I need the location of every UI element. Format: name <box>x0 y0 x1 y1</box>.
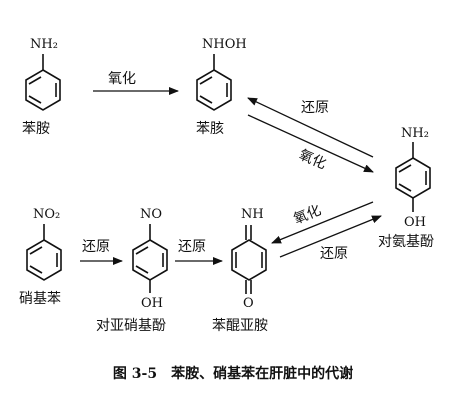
oxidation-arrow-3: 氧化 <box>271 201 374 244</box>
oxidation-arrow-2: 氧化 <box>247 114 374 173</box>
reduction-arrow-1: 还原 <box>247 97 374 158</box>
benzoquinone-imine-structure: NH O 苯醌亚胺 <box>212 207 268 334</box>
p-nitrosophenol-ring <box>132 239 168 281</box>
p-nitrosophenol-bottom-group-label: OH <box>141 296 163 311</box>
reduction-label-1: 还原 <box>301 100 329 116</box>
aniline-name: 苯胺 <box>22 120 50 137</box>
p-aminophenol-name: 对氨基酚 <box>378 233 434 250</box>
phenylhydroxylamine-structure: NHOH 苯胲 <box>196 37 247 137</box>
aniline-structure: NH₂ 苯胺 <box>22 37 61 137</box>
aniline-ring <box>25 69 61 111</box>
reduction-arrow-nitroso: 还原 <box>175 239 223 265</box>
nitrobenzene-structure: NO₂ 硝基苯 <box>19 207 62 307</box>
reduction-arrow-2: 还原 <box>279 215 382 262</box>
p-aminophenol-ring <box>395 157 431 199</box>
phenylhydroxylamine-ring <box>196 69 232 111</box>
oxidation-arrow-1: 氧化 <box>93 71 179 95</box>
phenylhydroxylamine-group-label: NHOH <box>202 37 247 52</box>
p-aminophenol-structure: NH₂ OH 对氨基酚 <box>378 126 434 250</box>
nitrobenzene-ring <box>26 239 62 281</box>
aniline-group-label: NH₂ <box>30 37 58 52</box>
nitrobenzene-group-label: NO₂ <box>33 207 60 222</box>
reduction-label-nitroso: 还原 <box>178 239 206 255</box>
oxidation-label-2: 氧化 <box>296 147 328 173</box>
figure-caption: 图 3-5 苯胺、硝基苯在肝脏中的代谢 <box>113 365 353 382</box>
p-nitrosophenol-top-group-label: NO <box>140 207 162 222</box>
quinone-ring <box>231 239 267 281</box>
nitrobenzene-name: 硝基苯 <box>19 290 61 307</box>
p-aminophenol-bottom-group-label: OH <box>404 215 426 230</box>
p-aminophenol-top-group-label: NH₂ <box>401 126 429 141</box>
benzoquinone-imine-name: 苯醌亚胺 <box>212 317 268 334</box>
reduction-label-2: 还原 <box>320 246 348 262</box>
benzoquinone-imine-top-group-label: NH <box>241 207 264 222</box>
phenylhydroxylamine-name: 苯胲 <box>196 120 224 137</box>
reduction-arrow-nitro: 还原 <box>80 239 123 265</box>
p-nitrosophenol-structure: NO OH 对亚硝基酚 <box>96 207 168 334</box>
benzoquinone-imine-bottom-group-label: O <box>243 296 254 311</box>
oxidation-label-1: 氧化 <box>108 71 136 87</box>
p-nitrosophenol-name: 对亚硝基酚 <box>96 317 166 334</box>
reduction-label-nitro: 还原 <box>82 239 110 255</box>
